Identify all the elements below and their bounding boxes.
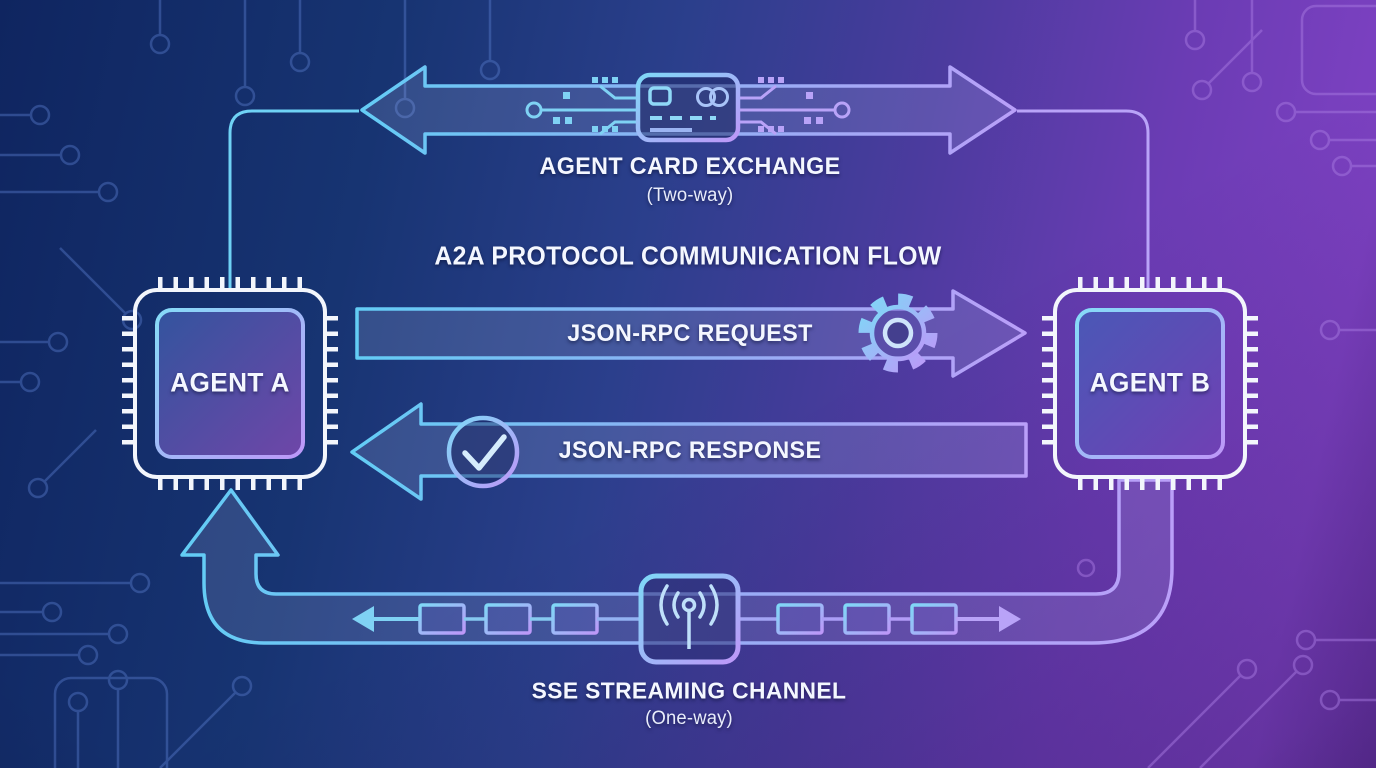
page-title: A2A PROTOCOL COMMUNICATION FLOW	[434, 242, 942, 271]
packet-square	[484, 603, 532, 635]
packet-square	[418, 603, 466, 635]
request-label: JSON-RPC REQUEST	[567, 320, 813, 347]
packet-arrow-right-icon	[999, 606, 1021, 632]
agent-a-chip	[122, 277, 338, 490]
id-card-icon	[635, 72, 741, 143]
card-trace-right	[739, 77, 851, 136]
response-arrow	[350, 402, 1028, 501]
sse-mode: (One-way)	[645, 708, 733, 729]
agent-b-label: AGENT B	[1089, 367, 1211, 398]
connector-agent-b-top	[1017, 109, 1150, 290]
card-exchange-mode: (Two-way)	[646, 185, 734, 206]
agent-b-chip	[1042, 277, 1258, 490]
agent-a-label: AGENT A	[170, 367, 290, 398]
packet-square	[910, 603, 958, 635]
packet-stream-left	[352, 603, 641, 635]
packet-arrow-left-icon	[352, 606, 374, 632]
card-exchange-label: AGENT CARD EXCHANGE	[539, 153, 841, 180]
packet-stream-right	[738, 603, 1021, 635]
check-circle-icon	[446, 415, 520, 489]
connector-agent-a-top	[228, 109, 359, 290]
packet-square	[551, 603, 599, 635]
circuit-decoration-left	[0, 0, 501, 768]
gear-icon	[858, 293, 938, 373]
circuit-decoration-right	[1076, 0, 1376, 768]
card-trace-left	[525, 77, 637, 136]
response-label: JSON-RPC RESPONSE	[558, 437, 822, 464]
sse-channel-band	[180, 478, 1174, 645]
request-arrow	[355, 289, 1027, 378]
packet-square	[776, 603, 824, 635]
antenna-icon	[638, 573, 741, 665]
sse-label: SSE STREAMING CHANNEL	[531, 677, 847, 704]
card-exchange-arrow	[360, 65, 1017, 155]
packet-square	[843, 603, 891, 635]
sse-channel	[180, 478, 1174, 665]
